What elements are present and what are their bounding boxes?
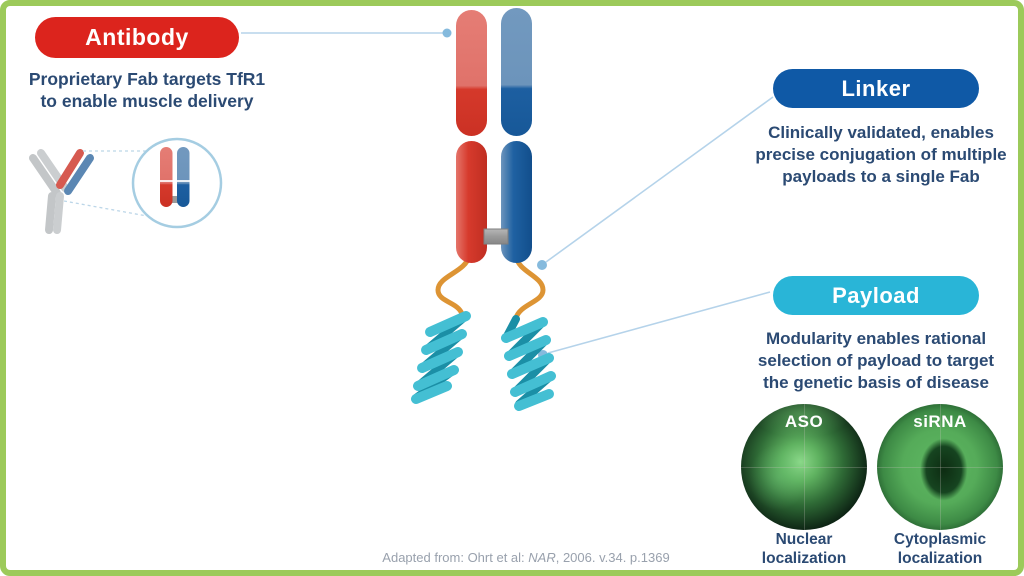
- citation-suffix: , 2006. v.34. p.1369: [555, 550, 670, 565]
- citation-journal: NAR: [528, 550, 556, 565]
- payload-pill: Payload: [773, 276, 979, 315]
- linker-description: Clinically validated, enables precise co…: [755, 123, 1007, 187]
- payload-helix-left: [411, 311, 471, 404]
- sirna-caption: Cytoplasmic localization: [893, 531, 987, 568]
- fab-structure: [456, 8, 532, 263]
- linker-pill-label: Linker: [841, 75, 911, 101]
- crosshair-vertical: [804, 404, 805, 530]
- citation-prefix: Adapted from: Ohrt et al:: [382, 550, 529, 565]
- mini-hinge-bar: [170, 196, 182, 203]
- mini-fab-red-waist: [160, 180, 173, 182]
- fab-blue-upper: [501, 8, 532, 136]
- payload-callout-dot: [538, 350, 548, 360]
- hinge-bar: [483, 228, 509, 245]
- mini-fab-red: [160, 147, 173, 207]
- antibody-callout-dot: [442, 28, 452, 38]
- linker-strand-left: [435, 253, 472, 317]
- citation: Adapted from: Ohrt et al: NAR, 2006. v.3…: [286, 550, 766, 565]
- crosshair-horizontal: [741, 467, 867, 468]
- mini-fab-blue: [177, 147, 190, 207]
- aso-caption: Nuclear localization: [761, 531, 847, 568]
- payload-description: Modularity enables rational selection of…: [757, 329, 995, 393]
- antibody-mini-illustration: [29, 137, 223, 234]
- linker-strand-right: [513, 253, 546, 321]
- zoom-circle: [131, 137, 223, 229]
- antibody-pill: Antibody: [35, 17, 239, 58]
- y-antibody-icon: [29, 149, 94, 234]
- payload-helix-right: [501, 315, 556, 411]
- crosshair-horizontal: [877, 467, 1003, 468]
- sirna-label: siRNA: [913, 412, 967, 431]
- fab-blue-lower: [501, 141, 532, 263]
- crosshair-vertical: [940, 404, 941, 530]
- antibody-description: Proprietary Fab targets TfR1 to enable m…: [28, 69, 266, 112]
- callout-lines: [241, 32, 774, 354]
- payload-pill-label: Payload: [832, 282, 920, 308]
- conjugation-linkers: [435, 253, 546, 321]
- fab-red-lower: [456, 141, 487, 263]
- linker-pill: Linker: [773, 69, 979, 108]
- sirna-microscopy-image: siRNA: [877, 404, 1003, 530]
- linker-callout-dot: [537, 260, 547, 270]
- aso-label: ASO: [784, 412, 824, 431]
- fab-red-upper: [456, 10, 487, 136]
- zoom-dashed-lines: [63, 150, 148, 217]
- antibody-pill-label: Antibody: [85, 24, 189, 50]
- mini-fab-blue-waist: [177, 180, 190, 182]
- aso-microscopy-image: ASO: [741, 404, 867, 530]
